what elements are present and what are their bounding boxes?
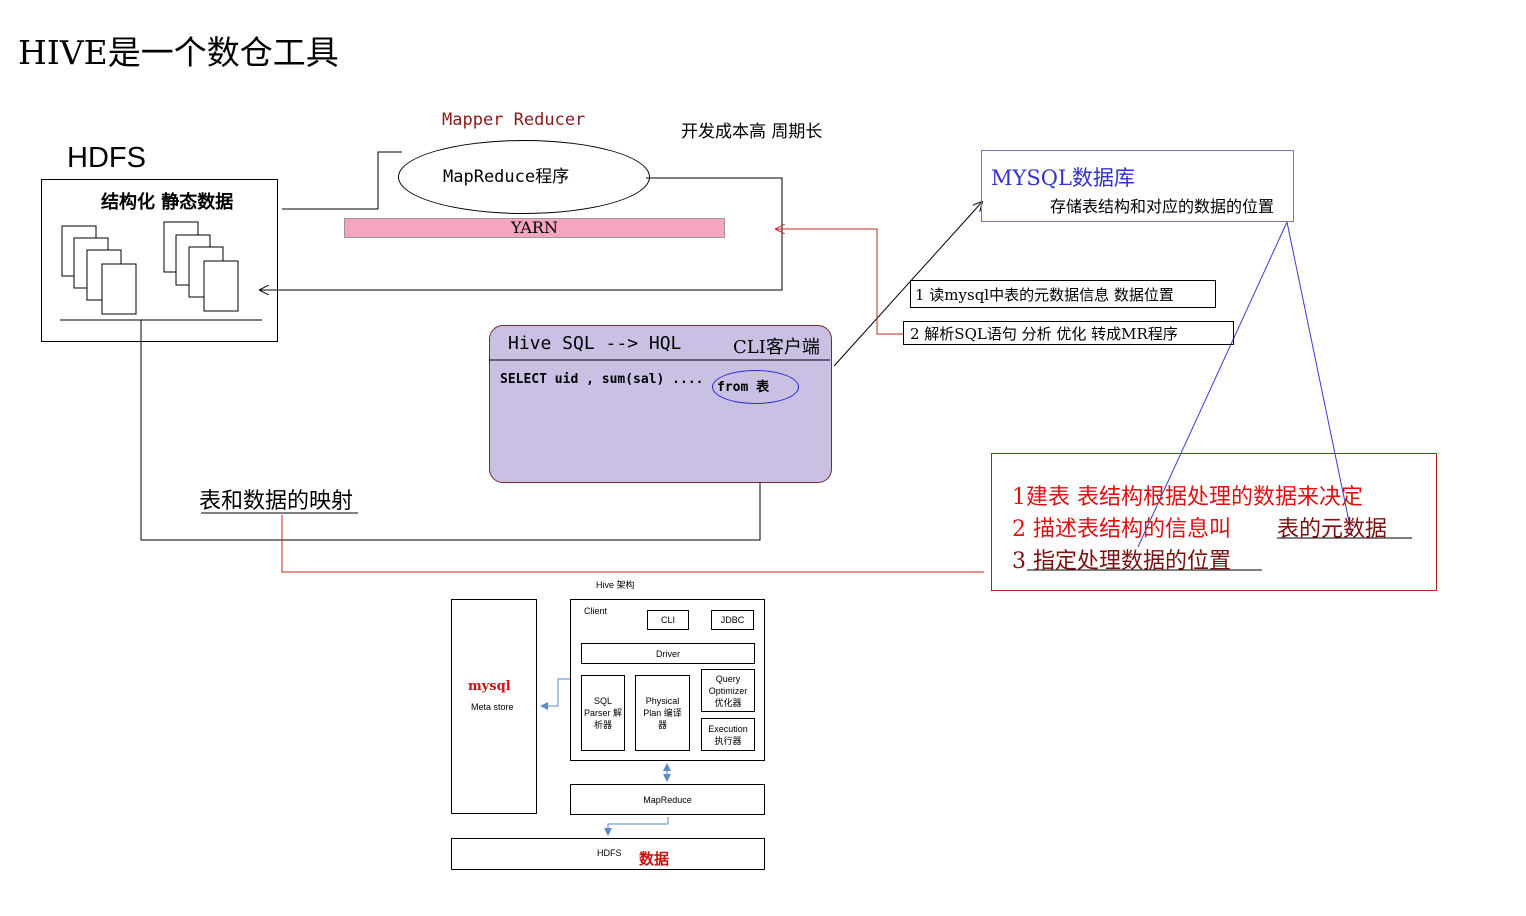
yarn-bar: YARN [344,218,725,238]
metastore-label: Meta store [471,702,514,712]
cli-heading: Hive SQL --> HQL [508,333,682,354]
mysql-box [981,150,1294,222]
jdbc-box: JDBC [711,610,754,630]
mapreduce-program-label: MapReduce程序 [443,167,570,187]
from-table-ellipse [712,370,799,404]
cost-note: 开发成本高 周期长 [681,122,823,142]
hdfs-label: HDFS [67,142,146,174]
driver-box: Driver [581,643,755,664]
cli-client-box [489,325,832,483]
cli-client-label: CLI客户端 [733,337,820,358]
note-line-3: 3 指定处理数据的位置 [1012,549,1231,574]
metastore-mysql-label: mysql [468,679,511,694]
query-optimizer-box: Query Optimizer 优化器 [701,669,755,712]
step-2-box: 2 解析SQL语句 分析 优化 转成MR程序 [903,321,1234,345]
note-line-2: 2 描述表结构的信息叫 [1012,517,1231,542]
note-line-1: 1建表 表结构根据处理的数据来决定 [1012,485,1363,510]
note-metadata-label: 表的元数据 [1277,517,1388,542]
client-label: Client [584,606,608,616]
mapper-reducer-label: Mapper Reducer [442,110,586,130]
file-stack-right [163,221,239,312]
cli-divider [489,359,830,361]
step-1-box: 1 读mysql中表的元数据信息 数据位置 [910,280,1216,308]
execution-box: Execution 执行器 [701,718,755,751]
from-table-label: from 表 [717,380,770,395]
table-data-mapping-label: 表和数据的映射 [199,489,354,514]
notes-box [991,453,1437,591]
sql-parser-box: SQL Parser 解析器 [581,675,625,751]
cli-box: CLI [647,610,689,630]
page-title: HIVE是一个数仓工具 [18,33,339,72]
arch-mapreduce-box: MapReduce [570,784,765,815]
client-box [570,599,765,761]
hdfs-subtitle: 结构化 静态数据 [101,192,234,213]
file-stack-left [61,225,137,315]
arch-hdfs-box [451,838,765,870]
physical-plan-box: Physical Plan 编译器 [635,675,690,751]
hdfs-box [41,179,278,342]
arch-data-label: 数据 [639,850,670,868]
sql-statement: SELECT uid , sum(sal) .... [500,372,704,387]
architecture-title: Hive 架构 [596,580,635,590]
metastore-box [451,599,537,814]
mysql-subtitle: 存储表结构和对应的数据的位置 [1050,197,1275,216]
mysql-title: MYSQL数据库 [991,166,1135,190]
arch-hdfs-label: HDFS [597,848,622,858]
mapreduce-ellipse [398,140,650,214]
